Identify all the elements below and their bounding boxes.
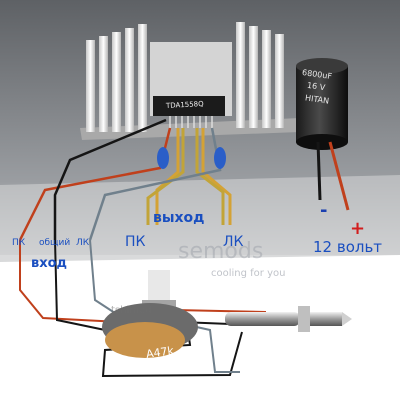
watermark-site: semods [178,239,264,264]
input-right-channel-label: ПК [12,238,26,248]
white-lower-area [0,255,400,403]
watermark-slogan: cooling for you [211,268,286,279]
heatsink-fins-right [236,22,284,128]
watermark-small: tshimod [111,305,152,316]
table-surface [0,175,400,262]
amplifier-chip [153,96,225,116]
output-left-channel-label: ЛК [223,234,244,250]
supply-voltage-label: 12 вольт [313,238,383,256]
minus-sign: - [320,200,328,221]
output-right-channel-label: ПК [125,234,146,250]
input-label: вход [31,256,68,271]
stereo-jack-plug [225,306,352,332]
power-leads [316,141,350,211]
coupling-capacitors [157,147,226,169]
heatsink-fins-left [86,24,147,132]
input-common-label: общий [39,238,71,248]
chip-pins [169,116,213,128]
output-label: выход [153,210,205,226]
volume-potentiometer [102,270,198,358]
electrolytic-capacitor [296,58,348,150]
input-left-channel-label: ЛК [76,238,90,248]
plus-sign: + [350,218,366,239]
